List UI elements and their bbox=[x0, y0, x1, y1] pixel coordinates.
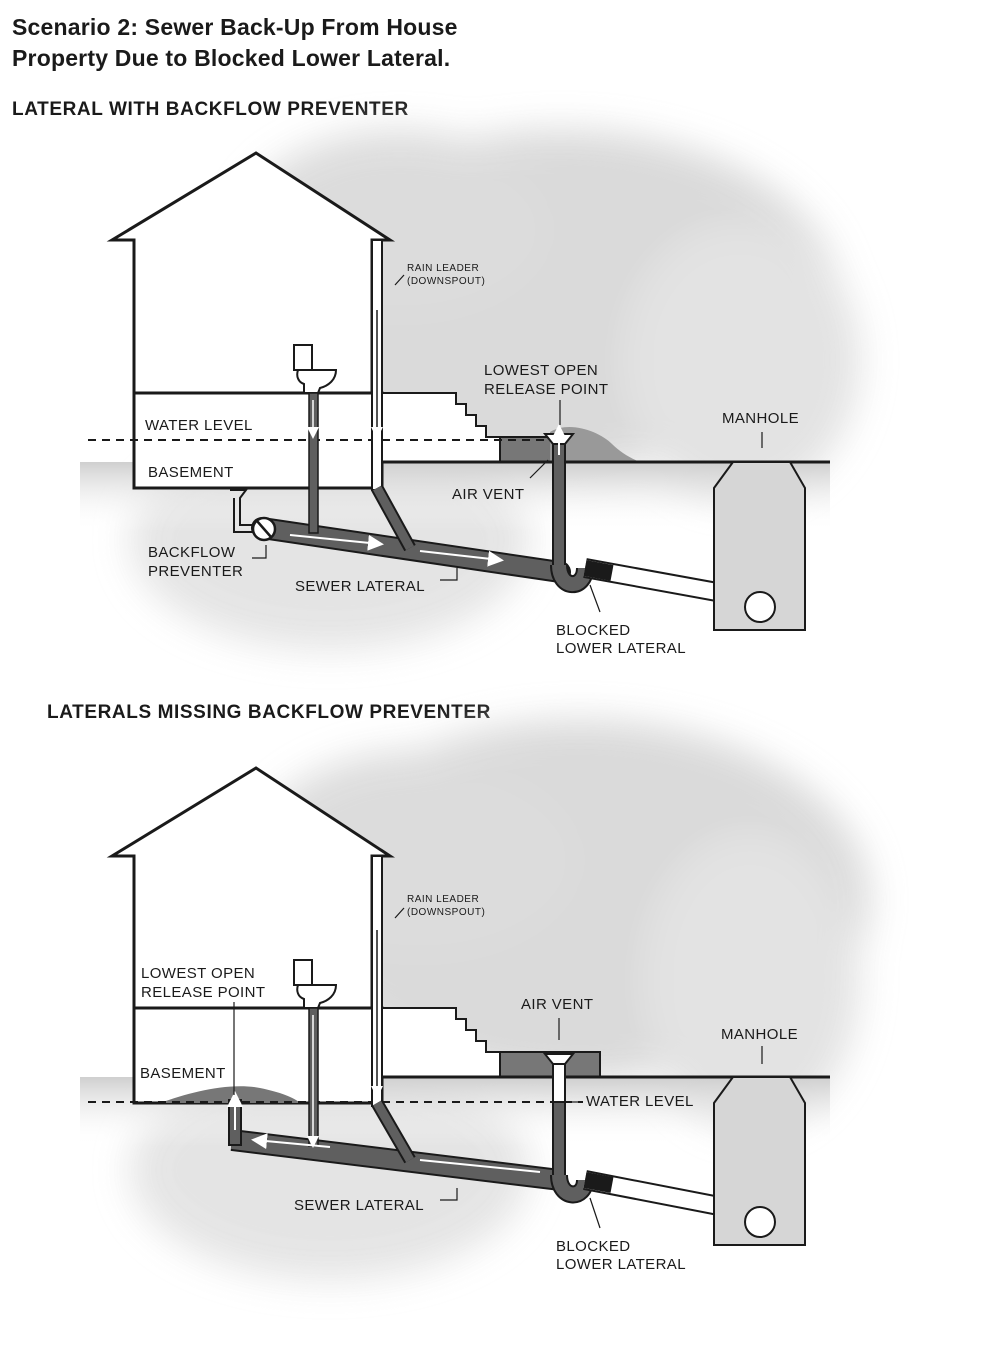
label-blocked: BLOCKED bbox=[556, 622, 631, 639]
label-air-vent: AIR VENT bbox=[521, 996, 593, 1013]
blockage bbox=[583, 560, 614, 581]
label-basement: BASEMENT bbox=[148, 464, 234, 481]
label-lowest-open: LOWEST OPEN bbox=[141, 965, 255, 982]
label-water-level: WATER LEVEL bbox=[586, 1093, 694, 1110]
label-lower-lateral: LOWER LATERAL bbox=[556, 1256, 686, 1273]
sewer-lateral-pipe bbox=[251, 392, 594, 594]
panel-2-heading: LATERALS MISSING BACKFLOW PREVENTER bbox=[47, 702, 491, 723]
blockage bbox=[583, 1172, 614, 1193]
label-water-level: WATER LEVEL bbox=[145, 417, 253, 434]
panel-2-diagram: RAIN LEADER (DOWNSPOUT) LOWEST OPEN RELE… bbox=[80, 720, 870, 1280]
label-release-point: RELEASE POINT bbox=[484, 381, 608, 398]
title-line-1: Scenario 2: Sewer Back-Up From House bbox=[12, 14, 458, 40]
label-rain-leader: RAIN LEADER bbox=[407, 894, 479, 905]
label-lower-lateral: LOWER LATERAL bbox=[556, 640, 686, 657]
manhole bbox=[713, 461, 806, 631]
label-rain-leader: RAIN LEADER bbox=[407, 263, 479, 274]
backflow-preventer-icon bbox=[251, 516, 277, 542]
label-manhole: MANHOLE bbox=[722, 410, 799, 427]
label-preventer: PREVENTER bbox=[148, 563, 243, 580]
page-title: Scenario 2: Sewer Back-Up From House Pro… bbox=[12, 12, 458, 74]
label-basement: BASEMENT bbox=[140, 1065, 226, 1082]
label-air-vent: AIR VENT bbox=[452, 486, 524, 503]
label-manhole: MANHOLE bbox=[721, 1026, 798, 1043]
label-lowest-open: LOWEST OPEN bbox=[484, 362, 598, 379]
label-sewer-lateral: SEWER LATERAL bbox=[294, 1197, 424, 1214]
label-downspout: (DOWNSPOUT) bbox=[407, 907, 485, 918]
house bbox=[106, 766, 396, 1105]
label-blocked: BLOCKED bbox=[556, 1238, 631, 1255]
label-backflow: BACKFLOW bbox=[148, 544, 236, 561]
panel-1-heading: LATERAL WITH BACKFLOW PREVENTER bbox=[12, 99, 409, 120]
label-downspout: (DOWNSPOUT) bbox=[407, 276, 485, 287]
panel-1-diagram: RAIN LEADER (DOWNSPOUT) LOWEST OPEN RELE… bbox=[80, 130, 860, 657]
title-line-2: Property Due to Blocked Lower Lateral. bbox=[12, 45, 451, 71]
label-release-point: RELEASE POINT bbox=[141, 984, 265, 1001]
label-sewer-lateral: SEWER LATERAL bbox=[295, 578, 425, 595]
manhole bbox=[713, 1076, 806, 1246]
